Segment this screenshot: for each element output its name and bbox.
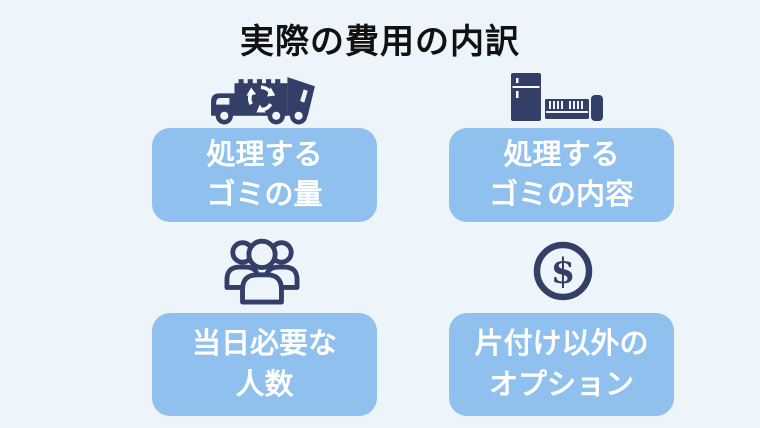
garbage-truck-icon [207, 71, 321, 131]
people-icon [223, 231, 301, 310]
card-extra-options: 片付け以外の オプション [449, 313, 674, 416]
card-staff-count: 当日必要な 人数 [152, 313, 377, 416]
card-line: 当日必要な [191, 328, 337, 361]
card-garbage-amount: 処理する ゴミの量 [152, 128, 377, 222]
card-line: ゴミの内容 [488, 179, 634, 211]
furniture-icon [511, 73, 603, 128]
dollar-icon: $ [531, 239, 595, 308]
card-line: 片付け以外の [474, 328, 649, 361]
card-garbage-contents: 処理する ゴミの内容 [449, 128, 674, 222]
card-line: 処理する [503, 138, 620, 171]
dollar-glyph: $ [551, 251, 575, 292]
page-title: 実際の費用の内訳 [240, 23, 520, 61]
card-line: 人数 [235, 368, 294, 401]
card-line: 処理する [206, 138, 323, 171]
card-line: ゴミの量 [206, 179, 323, 211]
card-line: オプション [488, 368, 634, 401]
